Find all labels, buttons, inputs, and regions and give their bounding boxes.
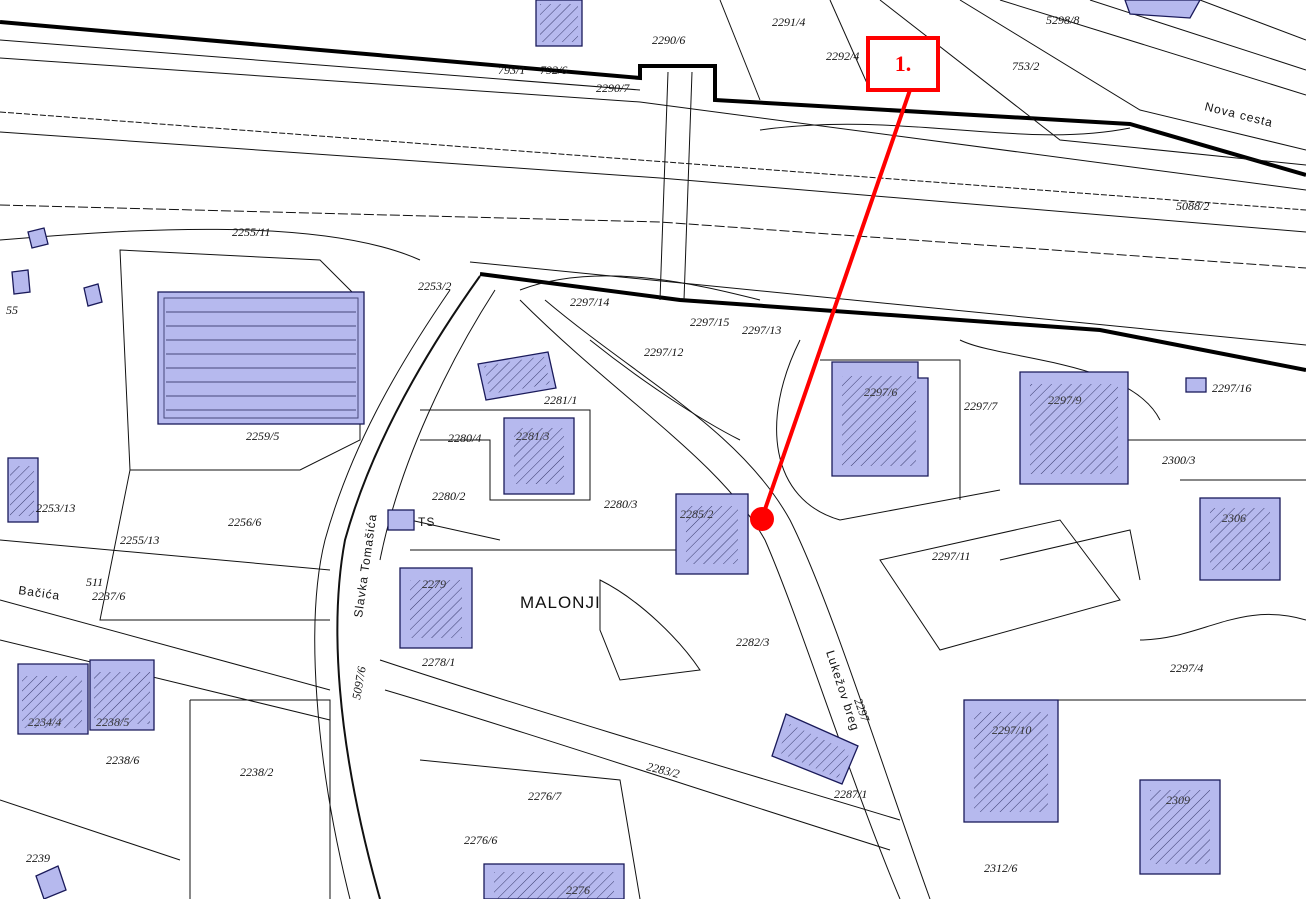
parcel-label: 2253/13: [36, 501, 75, 515]
building-2285-2[interactable]: [675, 493, 749, 575]
nova-cesta-road: [719, 0, 1306, 166]
parcel-label: 793/1: [498, 63, 525, 77]
building-2309[interactable]: [1139, 779, 1221, 875]
parcel-label: 753/2: [1012, 59, 1039, 73]
building-2279[interactable]: [399, 567, 473, 649]
building-ts[interactable]: [387, 509, 415, 531]
building-2276[interactable]: [483, 863, 625, 899]
parcel-label: 792/6: [540, 63, 567, 77]
building-top-right[interactable]: [1124, 0, 1201, 19]
parcel-label: 2255/13: [120, 533, 159, 547]
place-name-bacica: Bačića: [18, 583, 62, 603]
parcel-label: 2280/4: [448, 431, 481, 445]
parcel-label: 2278/1: [422, 655, 455, 669]
building-2281-3[interactable]: [503, 417, 575, 495]
building-2255-left[interactable]: [7, 457, 39, 523]
building-2239[interactable]: [35, 865, 67, 899]
parcel-label: 2290/6: [652, 33, 685, 47]
parcel-label: 511: [86, 575, 103, 589]
parcel-label: 5298/8: [1046, 13, 1079, 27]
parcel-label: 2239: [26, 851, 50, 865]
building-small-left[interactable]: [11, 227, 103, 307]
parcel-label: 55: [6, 303, 18, 317]
label-ts: TS: [418, 515, 435, 529]
parcel-label: 2255/11: [232, 225, 270, 239]
parcel-label: 2297/16: [1212, 381, 1251, 395]
parcel-label: 2306: [1222, 511, 1246, 525]
building-2281-1[interactable]: [477, 351, 557, 401]
parcel-label: 2281/3: [516, 429, 549, 443]
street-lukezov-breg: Lukežov breg: [823, 649, 862, 733]
parcel-label: 2297/14: [570, 295, 609, 309]
callout-label: 1.: [894, 51, 912, 76]
parcel-label: 2312/6: [984, 861, 1017, 875]
building-2297-16[interactable]: [1185, 377, 1207, 393]
place-name-malonji: MALONJI: [520, 593, 601, 612]
street-slavka-tomasica: Slavka Tomašića: [351, 513, 379, 619]
parcel-label: 2280/2: [432, 489, 465, 503]
parcel-label: 2290/7: [596, 81, 630, 95]
building-2306[interactable]: [1199, 497, 1281, 581]
building-2297-9[interactable]: [1019, 371, 1129, 485]
lukezov-breg-road: [519, 299, 931, 899]
parcel-label: 2297/11: [932, 549, 970, 563]
parcel-label: 2281/1: [544, 393, 577, 407]
upper-right-loop: [776, 339, 1306, 651]
building-2234-4[interactable]: [17, 663, 89, 735]
parcel-label: 2291/4: [772, 15, 805, 29]
location-marker[interactable]: [750, 507, 774, 531]
parcel-label: 2238/5: [96, 715, 129, 729]
internal-road-2283-2: [379, 659, 901, 851]
parcel-label: 2282/3: [736, 635, 769, 649]
parcel-label: 2276/6: [464, 833, 497, 847]
parcel-label: 2276: [566, 883, 590, 897]
parcel-label: 2297/4: [1170, 661, 1203, 675]
parcel-label: 2300/3: [1162, 453, 1195, 467]
parcel-label: 5097/6: [349, 665, 369, 700]
street-nova-cesta: Nova cesta: [1203, 99, 1274, 130]
parcel-boundaries: [0, 249, 1306, 899]
parcel-label: 2253/2: [418, 279, 451, 293]
parcel-label: 2292/4: [826, 49, 859, 63]
parcel-label: 2297/6: [864, 385, 897, 399]
parcel-label: 2297/10: [992, 723, 1031, 737]
footbridge: [659, 71, 693, 301]
parcel-label: 2237/6: [92, 589, 125, 603]
building-2297-10[interactable]: [963, 699, 1059, 823]
parcel-label: 5088/2: [1176, 199, 1209, 213]
parcel-label: 2297/13: [742, 323, 781, 337]
parcel-label: 2259/5: [246, 429, 279, 443]
building-2238-5[interactable]: [89, 659, 155, 731]
callout-label-box: 1.: [866, 36, 940, 92]
building-2283-small[interactable]: [771, 713, 859, 785]
parcel-label: 2297/12: [644, 345, 683, 359]
building-top-small[interactable]: [535, 0, 583, 47]
parcel-label: 2256/6: [228, 515, 261, 529]
parcel-label: 2238/2: [240, 765, 273, 779]
parcel-label: 2238/6: [106, 753, 139, 767]
parcel-label: 2279: [422, 577, 446, 591]
building-sports-hall[interactable]: [157, 291, 365, 425]
parcel-label: 2297/15: [690, 315, 729, 329]
parcel-label: 2287/1: [834, 787, 867, 801]
parcel-label: 2309: [1166, 793, 1190, 807]
building-2297-6[interactable]: [831, 361, 929, 477]
callout-pointer-line: [760, 89, 912, 519]
parcel-label: 2234/4: [28, 715, 61, 729]
parcel-labels: 2291/4 2292/4 5298/8 753/2 2290/6 793/1 …: [6, 13, 1251, 897]
parcel-label: 2285/2: [680, 507, 713, 521]
railway-corridor: [0, 20, 1306, 372]
parcel-label: 2280/3: [604, 497, 637, 511]
parcel-label: 2276/7: [528, 789, 562, 803]
parcel-label: 2297/9: [1048, 393, 1081, 407]
parcel-label: 2297/7: [964, 399, 998, 413]
